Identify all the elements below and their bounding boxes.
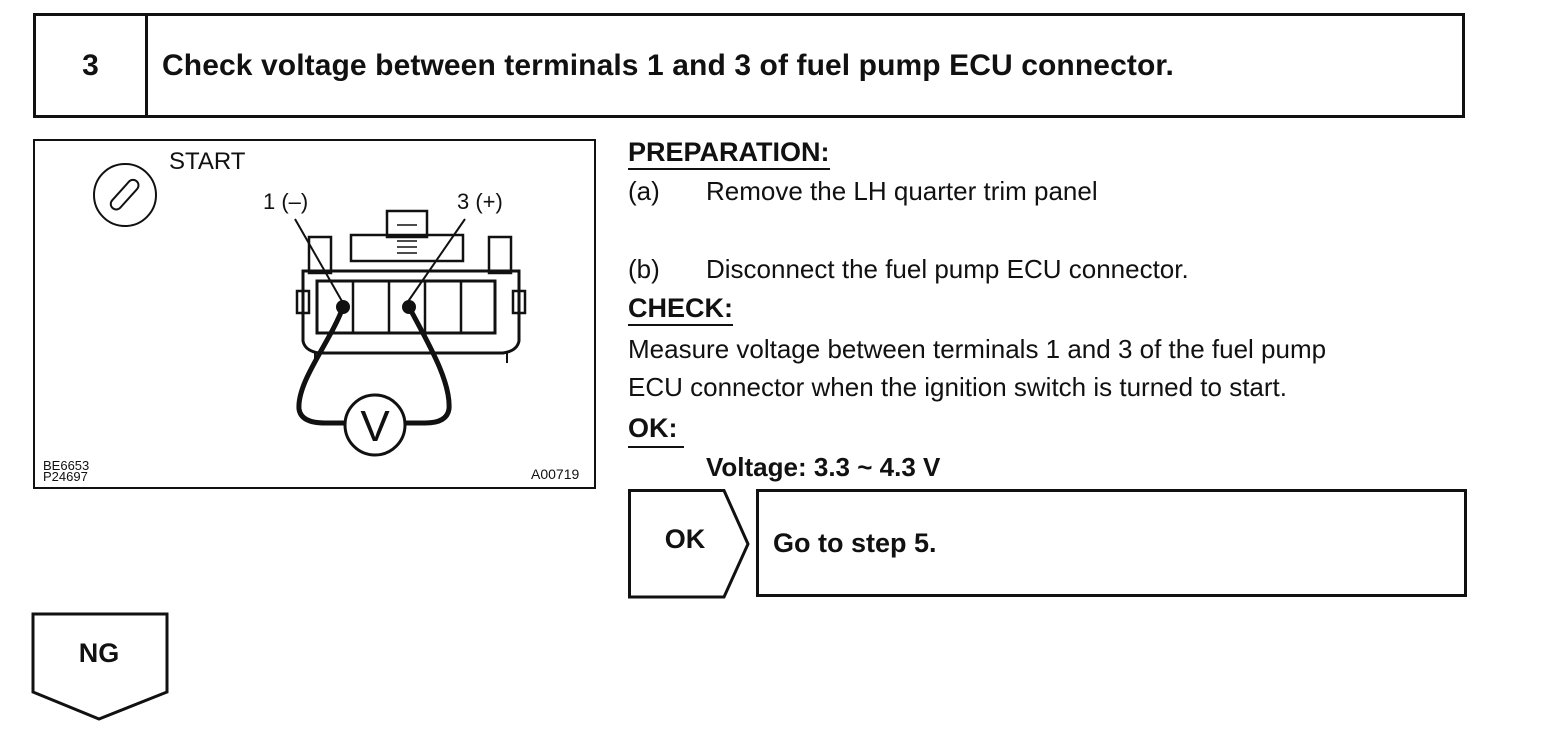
- ok-arrow-shape: [628, 489, 750, 599]
- ng-result-label: NG: [78, 638, 120, 668]
- ng-arrow-shape: [31, 612, 169, 721]
- figure-code-2: P24697: [43, 469, 88, 484]
- check-line-2: ECU connector when the ignition switch i…: [628, 372, 1287, 402]
- ok-result-box: Go to step 5.: [756, 489, 1467, 597]
- check-heading: CHECK:: [628, 292, 733, 326]
- connector-diagram: START 1 (–) 3 (+): [43, 148, 579, 484]
- step-text: Disconnect the fuel pump ECU connector.: [706, 254, 1189, 284]
- voltage-spec: Voltage: 3.3 ~ 4.3 V: [706, 452, 941, 482]
- ok-result-text: Go to step 5.: [773, 527, 937, 558]
- step-marker: (a): [628, 176, 660, 206]
- terminal-3-label: 3 (+): [457, 189, 503, 214]
- connector-illustration: START 1 (–) 3 (+): [33, 139, 596, 489]
- connector-icon: [295, 209, 527, 363]
- terminal-1-leader: [294, 218, 344, 304]
- ok-result-label: OK: [664, 524, 706, 554]
- probe-wire-negative: [296, 306, 347, 426]
- terminal-1-label: 1 (–): [263, 189, 308, 214]
- figure-code-3: A00719: [531, 466, 579, 482]
- preparation-step-a: (a) Remove the LH quarter trim panel: [628, 174, 1098, 208]
- preparation-heading: PREPARATION:: [628, 136, 830, 170]
- figure-code-1: BE6653: [43, 458, 89, 473]
- step-title: Check voltage between terminals 1 and 3 …: [162, 48, 1174, 82]
- ignition-key-icon: [93, 163, 157, 227]
- ok-heading: OK:: [628, 413, 678, 443]
- step-text: Remove the LH quarter trim panel: [706, 176, 1098, 206]
- step-header: 3 Check voltage between terminals 1 and …: [33, 13, 1465, 118]
- check-line-1: Measure voltage between terminals 1 and …: [628, 334, 1327, 364]
- voltmeter-label: V: [360, 402, 390, 451]
- step-number: 3: [36, 16, 148, 115]
- ok-heading-rule: [628, 446, 684, 448]
- preparation-step-b: (b) Disconnect the fuel pump ECU connecto…: [628, 252, 1189, 286]
- start-label: START: [169, 148, 246, 175]
- step-marker: (b): [628, 254, 660, 284]
- probe-wire-positive: [405, 305, 452, 426]
- terminal-3-leader: [406, 218, 466, 304]
- voltmeter-icon: V: [343, 393, 407, 457]
